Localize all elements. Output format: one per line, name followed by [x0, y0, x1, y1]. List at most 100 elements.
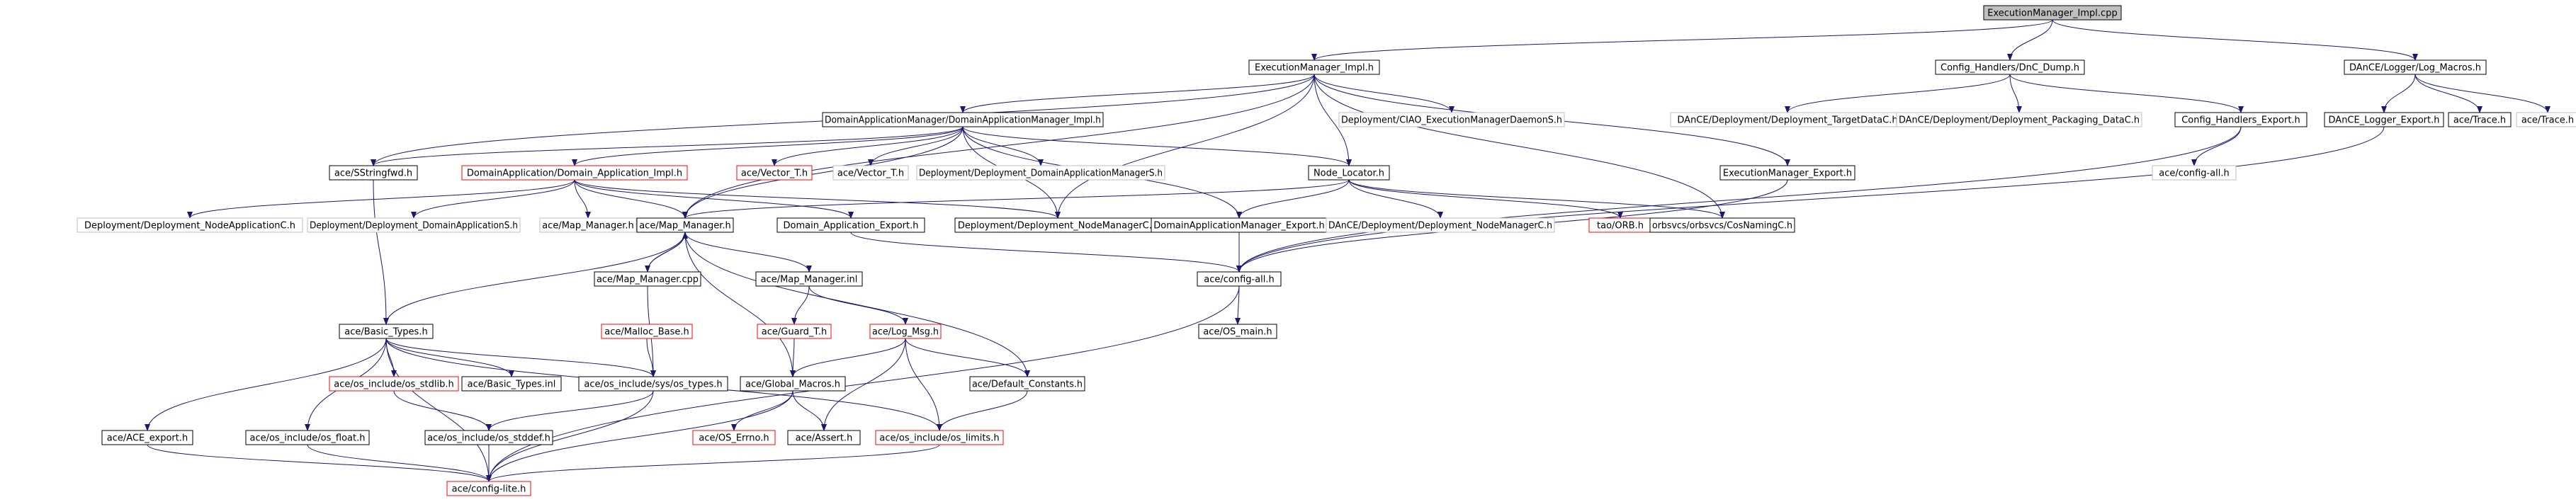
- graph-node-target-data[interactable]: DAnCE/Deployment/Deployment_TargetDataC.…: [1670, 112, 1905, 127]
- node-label: Deployment/Deployment_NodeManagerC.h: [958, 221, 1158, 232]
- graph-node-config-all[interactable]: ace/config-all.h: [1197, 271, 1282, 287]
- graph-node-os-limits[interactable]: ace/os_include/os_limits.h: [875, 430, 1004, 445]
- node-label: ExecutionManager_Impl.cpp: [1987, 8, 2117, 19]
- graph-node-da-impl[interactable]: DomainApplication/Domain_Application_Imp…: [461, 165, 688, 181]
- graph-node-guard-t[interactable]: ace/Guard_T.h: [757, 324, 832, 339]
- node-box: [329, 376, 459, 392]
- graph-node-dam-export[interactable]: DomainApplicationManager_Export.h: [1151, 217, 1328, 233]
- graph-node-dam-impl[interactable]: DomainApplicationManager/DomainApplicati…: [822, 112, 1104, 127]
- node-box: [2516, 112, 2576, 127]
- graph-node-vector-t-h-ext[interactable]: ace/Vector_T.h: [832, 165, 909, 181]
- include-edge-dam_impl-to-vector_t_h_ext: [868, 126, 964, 166]
- node-box: [329, 165, 418, 181]
- graph-node-root[interactable]: ExecutionManager_Impl.cpp: [1983, 5, 2122, 21]
- node-label: DAnCE/Deployment/Deployment_TargetDataC.…: [1677, 115, 1897, 126]
- graph-node-os-stddef[interactable]: ace/os_include/os_stddef.h: [424, 430, 553, 445]
- graph-node-os-stdlib[interactable]: ace/os_include/os_stdlib.h: [329, 376, 459, 392]
- node-box: [822, 112, 1104, 127]
- graph-node-log-msg[interactable]: ace/Log_Msg.h: [869, 324, 942, 339]
- graph-node-map-manager-cpp[interactable]: ace/Map_Manager.cpp: [594, 271, 701, 287]
- graph-node-map-manager[interactable]: ace/Map_Manager.h: [636, 217, 734, 233]
- node-box: [1198, 324, 1277, 339]
- graph-node-config-lite[interactable]: ace/config-lite.h: [446, 481, 531, 496]
- graph-node-node-locator[interactable]: Node_Locator.h: [1308, 165, 1390, 181]
- graph-node-log-macros[interactable]: DAnCE/Logger/Log_Macros.h: [2344, 59, 2487, 75]
- graph-node-da-export[interactable]: Domain_Application_Export.h: [776, 217, 925, 233]
- include-edge-default_constants-to-os_limits: [937, 390, 1028, 431]
- graph-node-em-export[interactable]: ExecutionManager_Export.h: [1719, 165, 1855, 181]
- include-edge-map_manager-to-default_constants: [684, 232, 1030, 377]
- include-edge-sys_types-to-os_stddef: [486, 390, 654, 431]
- node-label: ace/Basic_Types.inl: [468, 380, 556, 390]
- graph-node-trace-h-b[interactable]: ace/Trace.h: [2516, 112, 2576, 127]
- graph-node-config-dump[interactable]: Config_Handlers/DnC_Dump.h: [1935, 59, 2085, 75]
- graph-node-basic-types-inl[interactable]: ace/Basic_Types.inl: [461, 376, 562, 392]
- include-edge-config_dump-to-target_data: [1785, 74, 2011, 113]
- node-box: [601, 324, 693, 339]
- node-box: [787, 430, 861, 445]
- graph-node-packaging-data[interactable]: DAnCE/Deployment/Deployment_Packaging_Da…: [1896, 112, 2142, 127]
- graph-node-node-manager-c[interactable]: Deployment/Deployment_NodeManagerC.h: [954, 217, 1161, 233]
- graph-node-map-manager-ext[interactable]: ace/Map_Manager.h: [539, 217, 637, 233]
- include-edge-dam_impl-to-map_manager: [682, 126, 964, 219]
- node-box: [869, 324, 942, 339]
- node-box: [875, 430, 1004, 445]
- graph-node-ch-export[interactable]: Config_Handlers_Export.h: [2174, 112, 2307, 127]
- graph-node-cos-naming[interactable]: orbsvcs/orbsvcs/CosNamingC.h: [1649, 217, 1795, 233]
- node-label: ace/os_include/os_limits.h: [879, 433, 999, 444]
- graph-node-ace-assert[interactable]: ace/Assert.h: [787, 430, 861, 445]
- graph-node-node-app-c[interactable]: Deployment/Deployment_NodeApplicationC.h: [77, 217, 303, 233]
- graph-node-default-constants[interactable]: ace/Default_Constants.h: [969, 376, 1085, 392]
- include-edge-log_macros-to-trace_h_b: [2414, 74, 2550, 113]
- graph-node-basic-types-h[interactable]: ace/Basic_Types.h: [339, 324, 434, 339]
- graph-node-ciao-em-daemon[interactable]: Deployment/CIAO_ExecutionManagerDaemonS.…: [1338, 112, 1565, 127]
- node-box: [77, 217, 303, 233]
- graph-node-map-manager-inl[interactable]: ace/Map_Manager.inl: [755, 271, 863, 287]
- graph-node-vector-t-h[interactable]: ace/Vector_T.h: [736, 165, 813, 181]
- node-label: ace/Default_Constants.h: [972, 380, 1083, 390]
- node-label: ace/config-all.h: [1204, 275, 1275, 285]
- node-box: [446, 481, 531, 496]
- include-edge-node_locator-to-dam_export: [1236, 179, 1350, 219]
- node-box: [578, 376, 728, 392]
- graph-node-global-macros[interactable]: ace/Global_Macros.h: [740, 376, 846, 392]
- include-edge-os_float-to-config_lite: [307, 444, 492, 482]
- node-label: ace/Vector_T.h: [741, 169, 808, 179]
- graph-node-logger-export[interactable]: DAnCE_Logger_Export.h: [2324, 112, 2444, 127]
- graph-node-em-impl-h[interactable]: ExecutionManager_Impl.h: [1248, 59, 1380, 75]
- graph-node-tao-orb[interactable]: tao/ORB.h: [1588, 217, 1652, 233]
- node-box: [424, 430, 553, 445]
- node-label: DomainApplicationManager/DomainApplicati…: [825, 115, 1101, 126]
- graph-node-dance-node-manager-c[interactable]: DAnCE/Deployment/Deployment_NodeManagerC…: [1326, 217, 1555, 233]
- node-box: [1896, 112, 2142, 127]
- graph-node-dom-app-s[interactable]: Deployment/Deployment_DomainApplicationS…: [307, 217, 521, 233]
- node-label: ace/os_include/os_float.h: [249, 433, 365, 444]
- graph-node-os-errno[interactable]: ace/OS_Errno.h: [692, 430, 776, 445]
- node-label: ace/OS_Errno.h: [699, 433, 769, 444]
- include-edge-map_manager_cpp-to-map_manager: [647, 232, 688, 273]
- node-label: DomainApplication/Domain_Application_Imp…: [467, 169, 682, 179]
- graph-node-os-main[interactable]: ace/OS_main.h: [1198, 324, 1277, 339]
- graph-node-dam-s[interactable]: Deployment/Deployment_DomainApplicationM…: [916, 165, 1165, 181]
- node-label: ace/OS_main.h: [1203, 327, 1272, 338]
- graph-node-os-float[interactable]: ace/os_include/os_float.h: [245, 430, 370, 445]
- include-edge-os_stdlib-to-os_stddef: [393, 390, 492, 431]
- graph-node-sstringfwd[interactable]: ace/SStringfwd.h: [329, 165, 418, 181]
- node-label: DAnCE_Logger_Export.h: [2329, 115, 2440, 126]
- include-edge-em_impl_h-to-dam_impl: [960, 74, 1315, 113]
- node-box: [101, 430, 193, 445]
- node-label: DAnCE/Logger/Log_Macros.h: [2349, 63, 2481, 74]
- node-box: [2344, 59, 2487, 75]
- include-edge-map_manager_inl-to-guard_t: [791, 285, 810, 325]
- edge-layer: [145, 19, 2550, 482]
- include-edge-map_manager-to-global_macros: [684, 232, 796, 377]
- node-box: [461, 165, 688, 181]
- graph-node-config-all-ext[interactable]: ace/config-all.h: [2152, 165, 2237, 181]
- graph-node-trace-h-a[interactable]: ace/Trace.h: [2448, 112, 2512, 127]
- graph-node-ace-export[interactable]: ace/ACE_export.h: [101, 430, 193, 445]
- include-edge-root-to-config_dump: [2007, 19, 2053, 61]
- graph-node-sys-types[interactable]: ace/os_include/sys/os_types.h: [578, 376, 728, 392]
- node-label: ace/Assert.h: [796, 433, 853, 444]
- graph-node-malloc-base[interactable]: ace/Malloc_Base.h: [601, 324, 693, 339]
